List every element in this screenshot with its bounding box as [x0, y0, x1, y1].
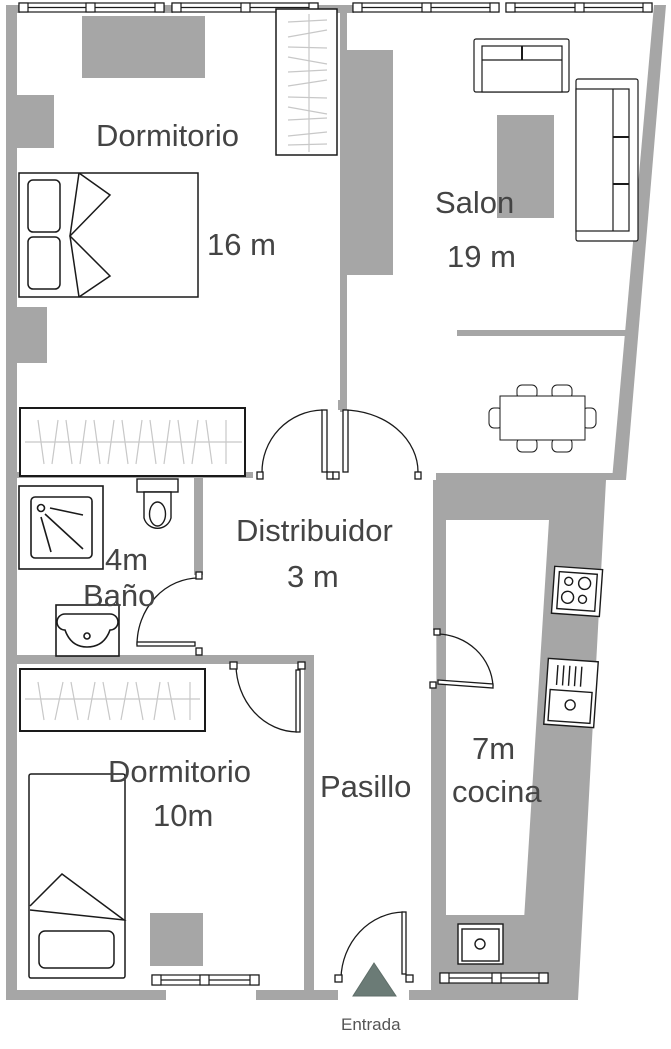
- sofa-small: [473, 38, 570, 93]
- window-top-1: [18, 2, 165, 13]
- wardrobe-horizontal-2: [19, 668, 206, 732]
- room-name-salon: Salon: [435, 185, 515, 220]
- toilet: [136, 478, 179, 529]
- room-area-distribuidor: 3 m: [287, 559, 339, 594]
- desk-dormitorio-second: [150, 913, 203, 966]
- room-name-cocina: cocina: [452, 774, 542, 809]
- room-name-pasillo: Pasillo: [320, 769, 412, 804]
- nightstand: [18, 96, 54, 148]
- door-entrada: [334, 911, 414, 983]
- kitchen-sink: [543, 657, 599, 729]
- window-top-2: [171, 2, 319, 13]
- entrance-label: Entrada: [341, 1015, 401, 1034]
- room-name-bano: Baño: [83, 578, 156, 613]
- door-cocina: [429, 628, 494, 689]
- furniture: [18, 8, 639, 979]
- window-top-3: [352, 2, 500, 13]
- wardrobe-vertical: [275, 8, 338, 156]
- room-name-distribuidor: Distribuidor: [236, 513, 393, 548]
- sofa-large: [575, 78, 639, 242]
- coffee-table: [497, 115, 554, 218]
- windows: [18, 2, 653, 986]
- window-bottom-kitchen: [439, 972, 549, 984]
- door-dormitorio-second: [229, 661, 306, 733]
- window-bottom-bedroom: [151, 974, 260, 986]
- entrance-marker-icon: [352, 962, 397, 997]
- room-name-dormitorio-second: Dormitorio: [108, 754, 251, 789]
- door-bano: [136, 571, 203, 656]
- door-salon: [332, 409, 422, 480]
- single-bed: [28, 773, 127, 979]
- room-area-bano: 4m: [105, 542, 149, 577]
- bathroom-sink: [55, 604, 120, 657]
- room-area-dormitorio-main: 16 m: [207, 227, 276, 262]
- double-bed: [18, 172, 199, 298]
- window-top-4: [505, 2, 653, 13]
- room-area-dormitorio-second: 10m: [153, 798, 214, 833]
- wardrobe-horizontal-1: [19, 407, 246, 477]
- door-dormitorio-main: [256, 409, 334, 480]
- room-name-dormitorio-main: Dormitorio: [96, 118, 239, 153]
- doors: [136, 409, 494, 983]
- room-area-salon: 19 m: [447, 239, 516, 274]
- desk-dormitorio: [82, 16, 205, 78]
- shower: [18, 485, 104, 570]
- dining-table: [488, 384, 597, 453]
- kitchen-sink-small: [457, 923, 504, 965]
- room-area-cocina: 7m: [472, 731, 516, 766]
- cooktop: [550, 565, 604, 618]
